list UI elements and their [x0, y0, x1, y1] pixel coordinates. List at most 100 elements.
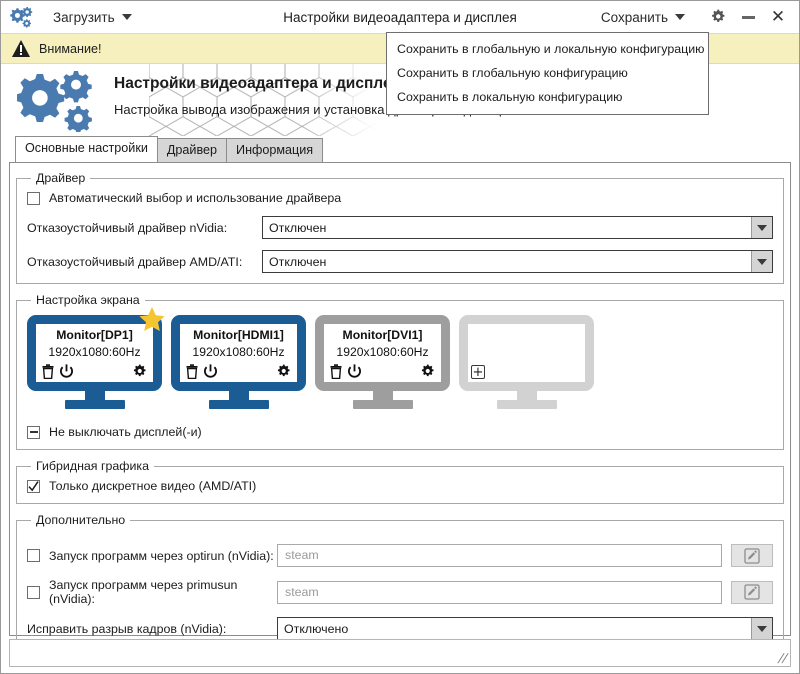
chevron-down-icon	[757, 258, 767, 265]
resize-grip-icon[interactable]: //	[776, 651, 790, 665]
menu-item-save-local[interactable]: Сохранить в локальную конфигурацию	[397, 90, 623, 104]
monitor-stand-base	[496, 400, 557, 409]
nvidia-fallback-select[interactable]: Отключен	[262, 216, 773, 239]
primusrun-checkbox-wrap[interactable]: Запуск программ через primusun (nVidia):	[27, 578, 277, 606]
monitor-name: Monitor[HDMI1]	[193, 328, 284, 342]
monitor-screen: +	[459, 315, 594, 391]
tab-main-settings[interactable]: Основные настройки	[15, 136, 158, 162]
primusrun-checkbox[interactable]	[27, 585, 40, 599]
primusrun-edit-button[interactable]	[731, 580, 773, 604]
monitor-name: Monitor[DP1]	[56, 328, 133, 342]
close-button[interactable]: ✕	[763, 3, 793, 31]
load-menu-label: Загрузить	[53, 9, 115, 25]
banner-title: Настройки видеоадаптера и дисплея	[114, 75, 401, 92]
discrete-only-checkbox[interactable]	[27, 479, 40, 493]
pencil-square-icon	[744, 547, 760, 564]
tearing-fix-select[interactable]: Отключено	[277, 617, 773, 640]
nvidia-fallback-label: Отказоустойчивый драйвер nVidia:	[27, 220, 228, 235]
auto-driver-checkbox[interactable]	[27, 191, 40, 205]
keep-display-on-checkbox[interactable]	[27, 425, 40, 439]
monitor-resolution: 1920x1080:60Hz	[336, 345, 429, 359]
monitor-screen: Monitor[DVI1] 1920x1080:60Hz	[315, 315, 450, 391]
keep-display-on-label: Не выключать дисплей(-и)	[49, 425, 202, 439]
discrete-only-row[interactable]: Только дискретное видео (AMD/ATI)	[27, 479, 773, 493]
gear-icon[interactable]	[276, 364, 291, 379]
trash-icon[interactable]	[329, 364, 343, 379]
monitor-stand-neck	[516, 391, 537, 400]
optirun-row: Запуск программ через optirun (nVidia): …	[27, 544, 773, 567]
chevron-down-icon	[757, 625, 767, 632]
monitor-screen: Monitor[HDMI1] 1920x1080:60Hz	[171, 315, 306, 391]
power-icon[interactable]	[347, 364, 362, 379]
optirun-input[interactable]: steam	[277, 544, 722, 567]
monitor-actions	[185, 364, 291, 379]
monitor-resolution: 1920x1080:60Hz	[48, 345, 141, 359]
monitor-stand-base	[352, 400, 413, 409]
discrete-only-label: Только дискретное видео (AMD/ATI)	[49, 479, 257, 493]
amd-fallback-label: Отказоустойчивый драйвер AMD/ATI:	[27, 254, 243, 269]
driver-group: Драйвер Автоматический выбор и использов…	[16, 171, 784, 284]
tab-driver[interactable]: Драйвер	[156, 138, 228, 162]
settings-gear-icon[interactable]	[703, 3, 733, 31]
hybrid-graphics-legend: Гибридная графика	[36, 459, 149, 473]
close-icon: ✕	[770, 6, 786, 27]
monitor-resolution: 1920x1080:60Hz	[192, 345, 285, 359]
app-gears-icon	[9, 4, 35, 30]
optirun-checkbox-wrap[interactable]: Запуск программ через optirun (nVidia):	[27, 549, 277, 563]
trash-icon[interactable]	[185, 364, 199, 379]
save-dropdown-menu[interactable]: Сохранить в глобальную и локальную конфи…	[386, 32, 709, 115]
primusrun-row: Запуск программ через primusun (nVidia):…	[27, 578, 773, 606]
save-menu-button[interactable]: Сохранить	[597, 7, 689, 28]
monitor-stand-base	[64, 400, 125, 409]
optirun-label: Запуск программ через optirun (nVidia):	[49, 548, 274, 563]
keep-display-on-row[interactable]: Не выключать дисплей(-и)	[27, 425, 773, 439]
auto-driver-label: Автоматический выбор и использование дра…	[49, 191, 342, 205]
monitor-card-dp1[interactable]: Monitor[DP1] 1920x1080:60Hz	[27, 307, 165, 409]
trash-icon[interactable]	[41, 364, 55, 379]
dropdown-arrow-button[interactable]	[751, 251, 772, 272]
checkmark-icon	[28, 480, 39, 491]
advanced-group: Дополнительно Запуск программ через opti…	[16, 513, 784, 655]
pencil-square-icon	[744, 584, 760, 600]
monitor-stand-neck	[84, 391, 105, 400]
tab-information[interactable]: Информация	[226, 138, 324, 162]
save-menu-label: Сохранить	[600, 9, 668, 25]
dropdown-arrow-button[interactable]	[751, 217, 772, 238]
power-icon[interactable]	[59, 364, 74, 379]
indeterminate-dash-icon	[29, 431, 38, 433]
hexagon-pattern-fade	[301, 64, 391, 136]
warning-triangle-icon	[12, 40, 30, 57]
tearing-fix-row: Исправить разрыв кадров (nVidia): Отключ…	[27, 617, 773, 640]
minimize-button[interactable]	[733, 3, 763, 31]
nvidia-fallback-row: Отказоустойчивый драйвер nVidia: Отключе…	[27, 216, 773, 239]
menu-item-save-global[interactable]: Сохранить в глобальную конфигурацию	[397, 66, 628, 80]
optirun-edit-button[interactable]	[731, 544, 773, 567]
chevron-down-icon	[757, 224, 767, 231]
screen-group-legend: Настройка экрана	[36, 293, 140, 307]
tearing-fix-label: Исправить разрыв кадров (nVidia):	[27, 621, 227, 636]
amd-fallback-select[interactable]: Отключен	[262, 250, 773, 273]
monitor-card-hdmi1[interactable]: Monitor[HDMI1] 1920x1080:60Hz	[171, 315, 306, 409]
chevron-down-icon	[121, 14, 132, 20]
monitor-card-dvi1[interactable]: Monitor[DVI1] 1920x1080:60Hz	[315, 315, 450, 409]
monitor-name: Monitor[DVI1]	[342, 328, 423, 342]
menu-item-save-global-local[interactable]: Сохранить в глобальную и локальную конфи…	[397, 42, 705, 56]
dropdown-arrow-button[interactable]	[751, 618, 772, 639]
optirun-checkbox[interactable]	[27, 549, 40, 562]
gear-icon[interactable]	[132, 364, 147, 379]
load-menu-button[interactable]: Загрузить	[49, 7, 136, 28]
star-icon[interactable]	[138, 306, 166, 333]
auto-driver-row[interactable]: Автоматический выбор и использование дра…	[27, 191, 773, 205]
title-bar-right: Сохранить ✕	[597, 3, 799, 31]
monitor-stand-base	[208, 400, 269, 409]
screen-group: Настройка экрана Monitor[DP1] 1920x1080:…	[16, 293, 784, 450]
plus-icon[interactable]: +	[471, 364, 485, 380]
nvidia-fallback-value: Отключен	[269, 220, 327, 235]
monitor-screen: Monitor[DP1] 1920x1080:60Hz	[27, 315, 162, 391]
gear-icon[interactable]	[420, 364, 435, 379]
power-icon[interactable]	[203, 364, 218, 379]
monitor-card-add[interactable]: +	[459, 315, 594, 409]
tab-bar: Основные настройки Драйвер Информация	[15, 136, 799, 162]
tearing-fix-value: Отключено	[284, 621, 349, 636]
primusrun-input[interactable]: steam	[277, 580, 722, 604]
